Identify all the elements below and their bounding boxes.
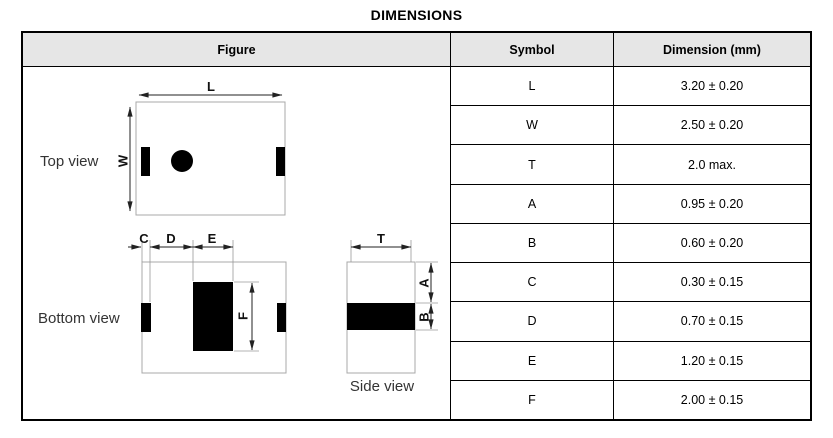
figure-cell: [23, 67, 450, 419]
dimension-cell-T: 2.0 max.: [614, 145, 810, 185]
symbol-cell-D: D: [451, 302, 613, 342]
symbol-cell-L: L: [451, 67, 613, 107]
symbol-cell-A: A: [451, 185, 613, 224]
dimensions-table: Figure Symbol L W T A B C D E F Dimensio…: [21, 31, 812, 421]
figure-column-header: Figure: [23, 33, 450, 67]
symbol-column: Symbol L W T A B C D E F: [451, 33, 614, 419]
dimension-cell-A: 0.95 ± 0.20: [614, 185, 810, 224]
symbol-cell-B: B: [451, 224, 613, 264]
dimension-cell-C: 0.30 ± 0.15: [614, 263, 810, 303]
figure-column: Figure: [23, 33, 451, 419]
symbol-column-header: Symbol: [451, 33, 613, 67]
dimension-cell-F: 2.00 ± 0.15: [680, 392, 744, 407]
dimension-cell-B: 0.60 ± 0.20: [614, 224, 810, 264]
dimension-column: Dimension (mm) 3.20 ± 0.20 2.50 ± 0.20 2…: [614, 33, 810, 419]
dimension-column-header: Dimension (mm): [614, 33, 810, 67]
symbol-cell-T: T: [451, 145, 613, 185]
dimension-cell-E: 1.20 ± 0.15: [614, 342, 810, 381]
dimension-cell-D: 0.70 ± 0.15: [614, 302, 810, 342]
symbol-cell-E: E: [451, 342, 613, 381]
symbol-cell-C: C: [451, 263, 613, 303]
dimension-cell-W: 2.50 ± 0.20: [614, 106, 810, 146]
dimension-cell-L: 3.20 ± 0.20: [614, 67, 810, 107]
symbol-cell-F: F: [528, 392, 536, 407]
symbol-cell-W: W: [451, 106, 613, 146]
page-title: DIMENSIONS: [370, 7, 463, 23]
